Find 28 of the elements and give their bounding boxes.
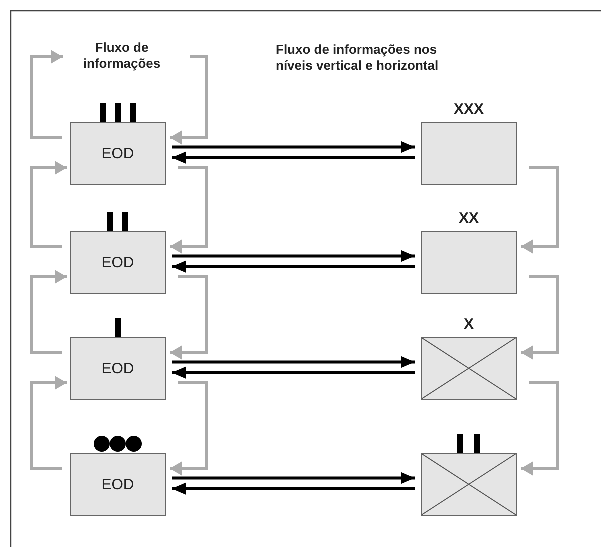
box-label: EOD xyxy=(102,360,134,377)
column-heading: Fluxo de informações nos níveis vertical e horizontal xyxy=(276,42,440,74)
column-heading: Fluxo de informações xyxy=(66,40,178,72)
rank-marker: XX xyxy=(459,211,479,227)
arrow xyxy=(172,356,415,368)
arrow xyxy=(172,260,415,273)
arrow xyxy=(521,166,560,254)
arrow xyxy=(170,56,208,145)
arrow xyxy=(170,276,208,360)
rank-marker: XXX xyxy=(454,102,484,118)
arrow xyxy=(172,366,415,379)
arrow xyxy=(170,382,208,476)
arrow xyxy=(172,472,415,484)
arrow xyxy=(172,152,415,164)
arrow xyxy=(521,382,560,476)
box-label: EOD xyxy=(102,145,134,162)
arrow xyxy=(30,270,67,354)
arrow xyxy=(172,141,415,154)
box-label: EOD xyxy=(102,476,134,493)
arrow xyxy=(172,250,415,262)
arrow xyxy=(30,376,67,470)
arrow xyxy=(30,161,67,248)
rank-marker: X xyxy=(464,317,474,333)
arrow xyxy=(30,50,63,140)
arrow xyxy=(172,482,415,495)
arrow xyxy=(521,276,560,360)
box-label: EOD xyxy=(102,254,134,271)
arrow xyxy=(170,166,208,254)
